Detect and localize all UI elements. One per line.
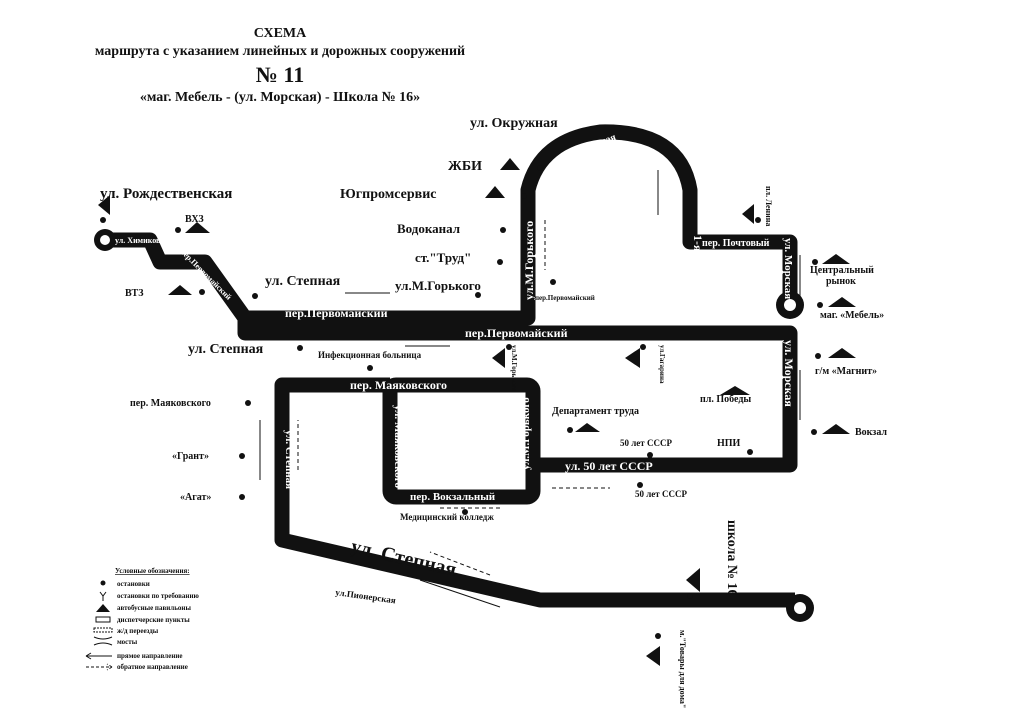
road-pervomaisky-morskaya (237, 318, 798, 473)
stop-tovary: м."Товары для дома" (678, 630, 687, 708)
street-pervomaisky-lower: пер.Первомайский (465, 326, 568, 340)
street-pervomaisky-upper: пер.Первомайский (285, 306, 388, 320)
stop-vhz: ВХЗ (185, 214, 204, 225)
stop-lenina: пл. Ленина (764, 186, 773, 226)
stop-vokzal: Вокзал (855, 427, 887, 438)
stop-agat: «Агат» (180, 492, 211, 503)
stop-mebel: маг. «Мебель» (820, 310, 884, 321)
legend: Условные обозначения: остановки остановк… (85, 567, 199, 671)
stop-50let-a: 50 лет СССР (620, 438, 672, 448)
street-betonnaya: 1-я Бетонная (691, 235, 705, 306)
stop-rynok-1: Центральный (810, 265, 874, 276)
legend-item: диспетчерские пункты (117, 616, 190, 624)
stop-vtz: ВТЗ (125, 288, 144, 299)
street-morskaya: ул. Морская (782, 340, 796, 407)
street-morskaya-top: ул. Морская (782, 238, 794, 299)
street-vokzalny: пер. Вокзальный (410, 491, 496, 503)
stop-gorkogo: ул.М.Горького (395, 278, 481, 293)
school-label: школа № 16 (724, 520, 739, 596)
stop-med: Медицинский колледж (400, 512, 494, 522)
road-box (382, 377, 541, 505)
street-mayakovskogo-ul: ул. Маяковского (392, 405, 404, 489)
stop-okruzhnaya: ул. Окружная (470, 116, 558, 131)
legend-item: обратное направление (117, 663, 188, 671)
stop-rozhdestvenskaya: ул. Рождественская (100, 186, 232, 202)
route-number: № 11 (255, 62, 305, 87)
street-stepnaya-v: ул. Степная (283, 430, 295, 489)
stop-magnit: г/м «Магнит» (815, 366, 877, 377)
stop-pervomaisky-small: пер.Первомайский (535, 294, 595, 302)
stop-grant: «Грант» (172, 451, 209, 462)
stop-pobedy: пл. Победы (700, 394, 751, 405)
stop-vodokanal: Водоканал (397, 221, 460, 236)
stop-mayakovskogo: пер. Маяковского (130, 398, 211, 409)
subtitle: маршрута с указанием линейных и дорожных… (94, 44, 466, 59)
stop-stepnaya-1: ул. Степная (265, 274, 341, 289)
legend-item: автобусные павильоны (117, 604, 191, 612)
stop-gagarina: ул.Гагарина (658, 345, 666, 384)
stop-pionerskaya: ул.Пионерская (335, 587, 397, 605)
stop-50let-b: 50 лет СССР (635, 489, 687, 499)
legend-item: остановки по требованию (117, 592, 199, 600)
legend-item: мосты (117, 638, 138, 646)
direction-arrows (259, 170, 801, 608)
legend-item: остановки (117, 580, 150, 588)
street-50let: ул. 50 лет СССР (565, 459, 653, 473)
road-north (110, 124, 798, 326)
street-mayakovskogo: пер. Маяковского (350, 378, 447, 392)
legend-item: ж/д переезды (117, 627, 159, 635)
legend-title: Условные обозначения: (115, 567, 190, 575)
street-pochtovy: пер. Почтовый (702, 238, 770, 249)
street-himikov: ул. Химиков (115, 236, 161, 245)
stop-npi: НПИ (717, 438, 741, 449)
road-stepnaya (274, 377, 795, 608)
street-gorkogo: ул.М.Горького (522, 221, 536, 300)
stop-stepnaya-2: ул. Степная (188, 342, 264, 357)
legend-item: прямое направление (117, 652, 183, 660)
route-name: «маг. Мебель - (ул. Морская) - Школа № 1… (139, 90, 421, 105)
stop-rynok-2: рынок (826, 276, 856, 287)
stop-yugprom: Югпромсервис (340, 187, 436, 202)
stop-infek: Инфекционная больница (318, 350, 422, 360)
stop-department: Департамент труда (552, 406, 639, 417)
stop-trud: ст."Труд" (415, 250, 471, 265)
roads (110, 124, 798, 608)
stop-zhbi: ЖБИ (448, 159, 482, 174)
street-gorkogo-box: ул.М.Горького (520, 397, 532, 470)
title: СХЕМА (253, 26, 307, 41)
stop-markers (98, 158, 856, 666)
stop-gorkogo-small: ул.М.Горького (510, 345, 518, 392)
